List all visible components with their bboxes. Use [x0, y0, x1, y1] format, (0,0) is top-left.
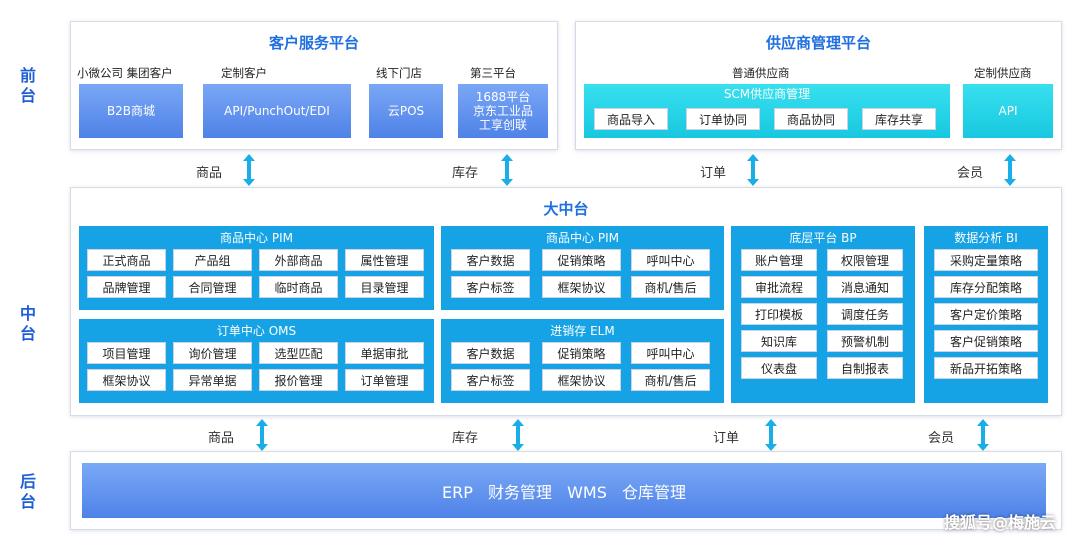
module-item: 呼叫中心 — [631, 249, 710, 271]
module-item: 框架协议 — [87, 369, 166, 391]
module-title: 数据分析 BI — [954, 231, 1018, 245]
layer-label-back: 后 台 — [19, 472, 36, 511]
module-item: 库存分配策略 — [934, 276, 1038, 298]
module-item: 合同管理 — [173, 276, 252, 298]
module-item: 仪表盘 — [741, 357, 817, 379]
b2b-mall-box: B2B商城 — [79, 84, 183, 138]
module-item: 审批流程 — [741, 276, 817, 298]
module-item: 客户促销策略 — [934, 330, 1038, 352]
module-item: 客户标签 — [451, 369, 530, 391]
module-item: 框架协议 — [542, 369, 621, 391]
customer-label-custom: 定制客户 — [221, 66, 267, 80]
module-item: 呼叫中心 — [631, 342, 710, 364]
supplier-api-box: API — [963, 84, 1053, 138]
module-item: 商机/售后 — [631, 276, 710, 298]
module-title: 订单中心 OMS — [216, 324, 297, 338]
cloud-pos-box: 云POS — [369, 84, 443, 138]
module-item: 外部商品 — [259, 249, 338, 271]
module-item: 正式商品 — [87, 249, 166, 271]
double-arrow-icon — [747, 154, 759, 186]
top-arrow-label-member: 会员 — [957, 166, 984, 181]
module-item: 账户管理 — [741, 249, 817, 271]
scm-item-product-import: 商品导入 — [594, 108, 668, 130]
supplier-label-regular: 普通供应商 — [732, 66, 790, 80]
double-arrow-icon — [243, 154, 255, 186]
module-item: 订单管理 — [345, 369, 424, 391]
module-item: 促销策略 — [542, 249, 621, 271]
middle-platform-title: 大中台 — [543, 200, 589, 218]
module-item: 消息通知 — [827, 276, 903, 298]
module-title: 进销存 ELM — [550, 324, 615, 338]
module-order-center-oms: 订单中心 OMS 项目管理 询价管理 选型匹配 单据审批 框架协议 异常单据 报… — [79, 319, 434, 403]
middle-platform: 大中台 商品中心 PIM 正式商品 产品组 外部商品 属性管理 品牌管理 合同管… — [70, 187, 1062, 416]
back-platform-bar: ERP 财务管理 WMS 仓库管理 — [82, 463, 1046, 518]
module-item: 调度任务 — [827, 303, 903, 325]
module-item: 新品开拓策略 — [934, 357, 1038, 379]
supplier-management-platform: 供应商管理平台 普通供应商 定制供应商 SCM供应商管理 商品导入 订单协同 商… — [575, 21, 1062, 150]
customer-service-platform: 客户服务平台 小微公司 集团客户 定制客户 线下门店 第三平台 B2B商城 AP… — [70, 21, 558, 150]
module-item: 客户定价策略 — [934, 303, 1038, 325]
module-data-analysis-bi: 数据分析 BI 采购定量策略 库存分配策略 客户定价策略 客户促销策略 新品开拓… — [924, 226, 1048, 403]
supplier-platform-title: 供应商管理平台 — [765, 34, 871, 52]
module-item: 预警机制 — [827, 330, 903, 352]
module-product-center-pim-customer: 商品中心 PIM 客户数据 促销策略 呼叫中心 客户标签 框架协议 商机/售后 — [441, 226, 724, 310]
top-arrow-label-product: 商品 — [196, 166, 223, 181]
module-item: 打印模板 — [741, 303, 817, 325]
module-item: 询价管理 — [173, 342, 252, 364]
top-arrow-label-inventory: 库存 — [452, 166, 479, 181]
bottom-arrow-label-member: 会员 — [928, 431, 955, 446]
module-item: 知识库 — [741, 330, 817, 352]
module-item: 报价管理 — [259, 369, 338, 391]
customer-label-offline: 线下门店 — [376, 66, 422, 80]
double-arrow-icon — [977, 419, 989, 451]
scm-item-order-collab: 订单协同 — [686, 108, 760, 130]
double-arrow-icon — [512, 419, 524, 451]
layer-label-middle: 中 台 — [19, 304, 36, 343]
supplier-label-custom: 定制供应商 — [974, 66, 1032, 80]
module-item: 临时商品 — [259, 276, 338, 298]
customer-platform-title: 客户服务平台 — [268, 34, 359, 52]
module-base-platform-bp: 底层平台 BP 账户管理 权限管理 审批流程 消息通知 打印模板 调度任务 知识… — [731, 226, 915, 403]
double-arrow-icon — [501, 154, 513, 186]
double-arrow-icon — [765, 419, 777, 451]
module-item: 属性管理 — [345, 249, 424, 271]
module-item: 采购定量策略 — [934, 249, 1038, 271]
watermark: 搜狐号@梅施云 — [943, 513, 1056, 532]
module-item: 框架协议 — [542, 276, 621, 298]
module-item: 客户标签 — [451, 276, 530, 298]
module-item: 产品组 — [173, 249, 252, 271]
scm-item-product-collab: 商品协同 — [774, 108, 848, 130]
module-inventory-elm: 进销存 ELM 客户数据 促销策略 呼叫中心 客户标签 框架协议 商机/售后 — [441, 319, 724, 403]
module-item: 商机/售后 — [631, 369, 710, 391]
scm-title: SCM供应商管理 — [723, 87, 811, 101]
module-title: 商品中心 PIM — [220, 231, 293, 245]
customer-label-third-party: 第三平台 — [470, 66, 516, 80]
double-arrow-icon — [256, 419, 268, 451]
module-title: 底层平台 BP — [789, 231, 857, 245]
module-item: 客户数据 — [451, 342, 530, 364]
module-item: 项目管理 — [87, 342, 166, 364]
third-platforms-box: 1688平台 京东工业品 工享创联 — [458, 84, 548, 138]
scm-item-inventory-share: 库存共享 — [862, 108, 936, 130]
module-title: 商品中心 PIM — [546, 231, 619, 245]
module-item: 客户数据 — [451, 249, 530, 271]
module-item: 单据审批 — [345, 342, 424, 364]
bottom-arrow-label-inventory: 库存 — [452, 431, 479, 446]
module-item: 权限管理 — [827, 249, 903, 271]
module-item: 品牌管理 — [87, 276, 166, 298]
bottom-arrow-label-order: 订单 — [713, 431, 740, 446]
module-item: 异常单据 — [173, 369, 252, 391]
bottom-arrow-label-product: 商品 — [208, 431, 235, 446]
api-punchout-edi-box: API/PunchOut/EDI — [203, 84, 351, 138]
double-arrow-icon — [1004, 154, 1016, 186]
top-arrow-label-order: 订单 — [700, 166, 727, 181]
module-item: 自制报表 — [827, 357, 903, 379]
customer-label-small-group: 小微公司 集团客户 — [77, 66, 173, 80]
layer-label-front: 前 台 — [19, 66, 36, 105]
module-item: 促销策略 — [542, 342, 621, 364]
module-item: 目录管理 — [345, 276, 424, 298]
module-product-center-pim: 商品中心 PIM 正式商品 产品组 外部商品 属性管理 品牌管理 合同管理 临时… — [79, 226, 434, 310]
module-item: 选型匹配 — [259, 342, 338, 364]
